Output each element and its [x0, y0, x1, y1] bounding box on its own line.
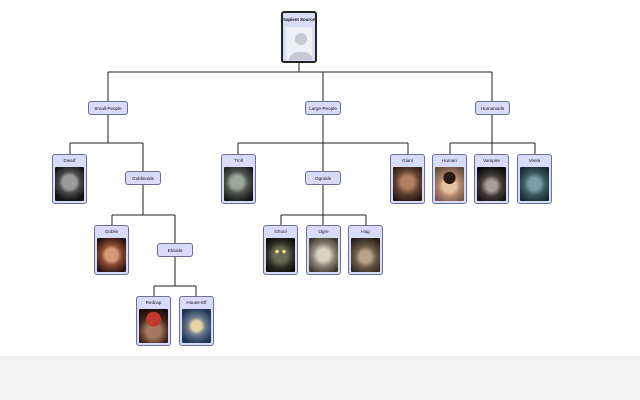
- card-label: Vampire: [483, 158, 500, 163]
- card-goblin[interactable]: Goblin: [94, 225, 129, 275]
- dwarf-portrait-icon: [55, 167, 84, 201]
- group-large-people[interactable]: Large-People: [305, 101, 341, 115]
- card-troll[interactable]: Troll: [221, 154, 256, 204]
- card-label: Human: [442, 158, 457, 163]
- card-label: Dwarf: [63, 158, 76, 163]
- card-ogre[interactable]: Ogre: [306, 225, 341, 275]
- card-dwarf[interactable]: Dwarf: [52, 154, 87, 204]
- card-label: Hag: [361, 229, 370, 234]
- group-goblinoids[interactable]: Goblinoids: [125, 171, 161, 185]
- card-redcap[interactable]: Redcap: [136, 296, 171, 346]
- card-label: Ogre: [318, 229, 329, 234]
- house-elf-portrait-icon: [182, 309, 211, 343]
- person-silhouette-icon: [286, 27, 312, 60]
- card-label: Ghoul: [274, 229, 287, 234]
- card-label: Troll: [234, 158, 243, 163]
- ghoul-portrait-icon: [266, 238, 295, 272]
- card-human[interactable]: Human: [432, 154, 467, 204]
- card-label: Veela: [528, 158, 541, 163]
- vampire-portrait-icon: [477, 167, 506, 201]
- card-label: Redcap: [145, 300, 162, 305]
- card-giant[interactable]: Giant: [390, 154, 425, 204]
- card-hag[interactable]: Hag: [348, 225, 383, 275]
- human-portrait-icon: [435, 167, 464, 201]
- card-ghoul[interactable]: Ghoul: [263, 225, 298, 275]
- group-elvoids[interactable]: Elvoids: [157, 243, 193, 257]
- ogre-portrait-icon: [309, 238, 338, 272]
- hag-portrait-icon: [351, 238, 380, 272]
- veela-portrait-icon: [520, 167, 549, 201]
- giant-portrait-icon: [393, 167, 422, 201]
- goblin-portrait-icon: [97, 238, 126, 272]
- group-small-people[interactable]: Small-People: [88, 101, 128, 115]
- card-label: House-Elf: [186, 300, 207, 305]
- card-label: Giant: [402, 158, 413, 163]
- group-ogroids[interactable]: Ogroids: [305, 171, 341, 185]
- root-label: Sapient Source: [283, 17, 315, 22]
- redcap-portrait-icon: [139, 309, 168, 343]
- troll-portrait-icon: [224, 167, 253, 201]
- root-node-sapient-source[interactable]: Sapient Source: [281, 11, 317, 63]
- card-vampire[interactable]: Vampire: [474, 154, 509, 204]
- card-house-elf[interactable]: House-Elf: [179, 296, 214, 346]
- card-label: Goblin: [104, 229, 119, 234]
- card-veela[interactable]: Veela: [517, 154, 552, 204]
- group-humanoids[interactable]: Humanoids: [475, 101, 510, 115]
